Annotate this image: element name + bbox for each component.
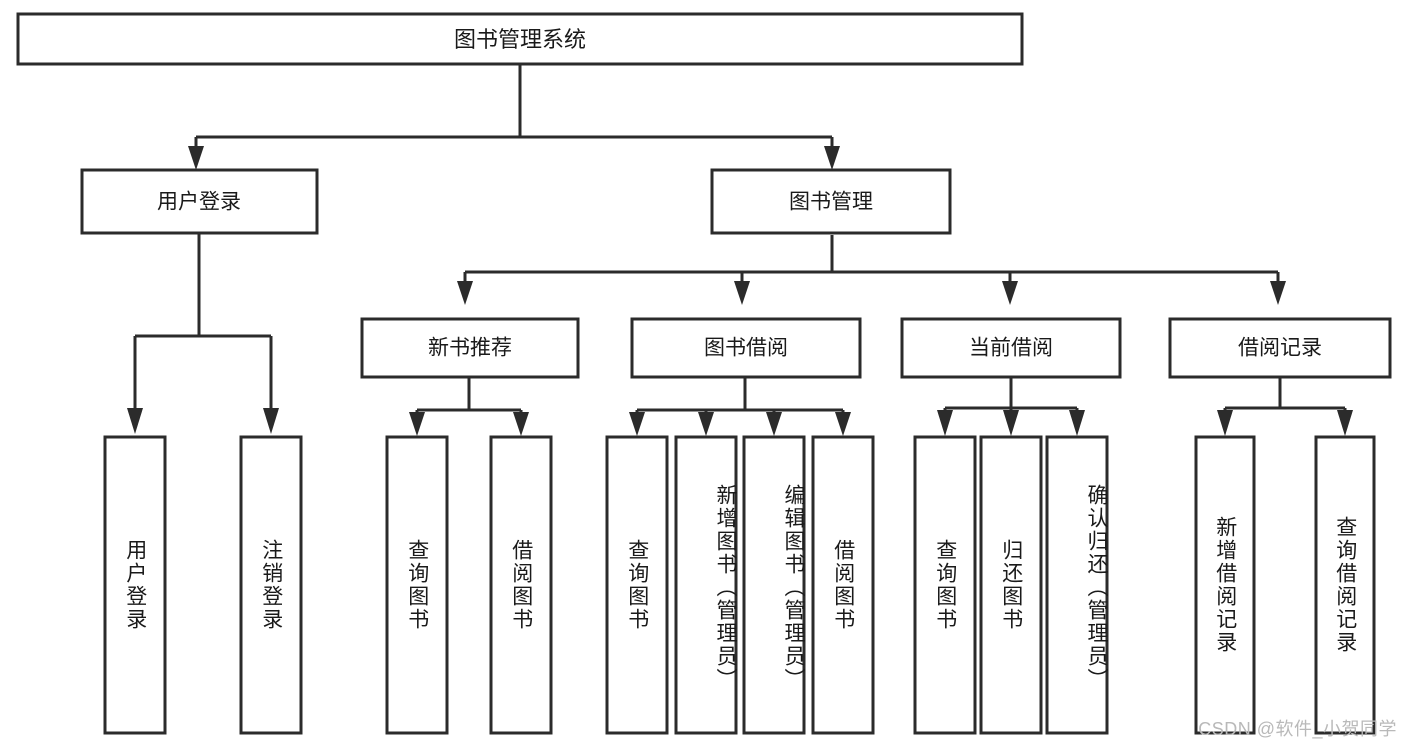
node-root-label: 图书管理系统 — [454, 27, 586, 52]
arrow-head-icon — [629, 412, 645, 436]
connector-bookborrow-to-leaves — [629, 377, 851, 436]
node-borrow-record[interactable]: 借阅记录 — [1168, 317, 1392, 379]
node-book-manage[interactable]: 图书管理 — [710, 168, 952, 235]
node-current-borrow[interactable]: 当前借阅 — [900, 317, 1122, 379]
leaf-user-logout[interactable] — [239, 435, 303, 735]
leaf-borrow-book-1[interactable] — [489, 435, 553, 735]
connector-userlogin-to-leaves — [127, 233, 279, 434]
leaf-query-book-1[interactable] — [385, 435, 449, 735]
arrow-head-icon — [1337, 410, 1353, 436]
leaf-query-record[interactable] — [1314, 435, 1376, 735]
arrow-head-icon — [835, 412, 851, 436]
arrow-head-icon — [263, 408, 279, 434]
node-book-borrow-label: 图书借阅 — [704, 337, 788, 360]
arrow-head-icon — [1270, 281, 1286, 305]
arrow-head-icon — [1002, 281, 1018, 305]
node-new-book-rec-label: 新书推荐 — [428, 337, 512, 360]
leaf-user-login[interactable] — [103, 435, 167, 735]
node-book-manage-label: 图书管理 — [789, 191, 873, 214]
node-root[interactable]: 图书管理系统 — [16, 12, 1024, 66]
node-user-login[interactable]: 用户登录 — [80, 168, 319, 235]
arrow-head-icon — [1003, 410, 1019, 436]
leaf-add-record[interactable] — [1194, 435, 1256, 735]
arrow-head-icon — [766, 412, 782, 436]
connector-bookmanage-to-level2 — [457, 235, 1286, 305]
leaf-edit-book[interactable] — [742, 435, 806, 735]
leaf-confirm-return[interactable] — [1045, 435, 1109, 735]
arrow-head-icon — [1217, 410, 1233, 436]
arrow-head-icon — [457, 281, 473, 305]
leaf-return-book[interactable] — [979, 435, 1043, 735]
node-borrow-record-label: 借阅记录 — [1238, 337, 1322, 360]
arrow-head-icon — [127, 408, 143, 434]
arrow-head-icon — [513, 412, 529, 436]
node-current-borrow-label: 当前借阅 — [969, 337, 1053, 360]
arrow-head-icon — [188, 146, 204, 170]
watermark-text: CSDN @软件_小贺同学 — [1198, 719, 1397, 739]
leaf-borrow-book-2[interactable] — [811, 435, 875, 735]
leaf-query-book-3[interactable] — [913, 435, 977, 735]
node-book-borrow[interactable]: 图书借阅 — [630, 317, 862, 379]
connector-root-to-level1 — [188, 64, 840, 170]
arrow-head-icon — [409, 412, 425, 436]
connector-borrowrecord-to-leaves — [1217, 377, 1353, 436]
connector-newbook-to-leaves — [409, 377, 529, 436]
leaf-query-book-2[interactable] — [605, 435, 669, 735]
arrow-head-icon — [937, 410, 953, 436]
connector-currentborrow-to-leaves — [937, 377, 1085, 436]
arrow-head-icon — [824, 146, 840, 170]
leaf-add-book[interactable] — [674, 435, 738, 735]
node-user-login-label: 用户登录 — [157, 191, 241, 214]
arrow-head-icon — [1069, 410, 1085, 436]
node-new-book-rec[interactable]: 新书推荐 — [360, 317, 580, 379]
arrow-head-icon — [698, 412, 714, 436]
arrow-head-icon — [734, 281, 750, 305]
